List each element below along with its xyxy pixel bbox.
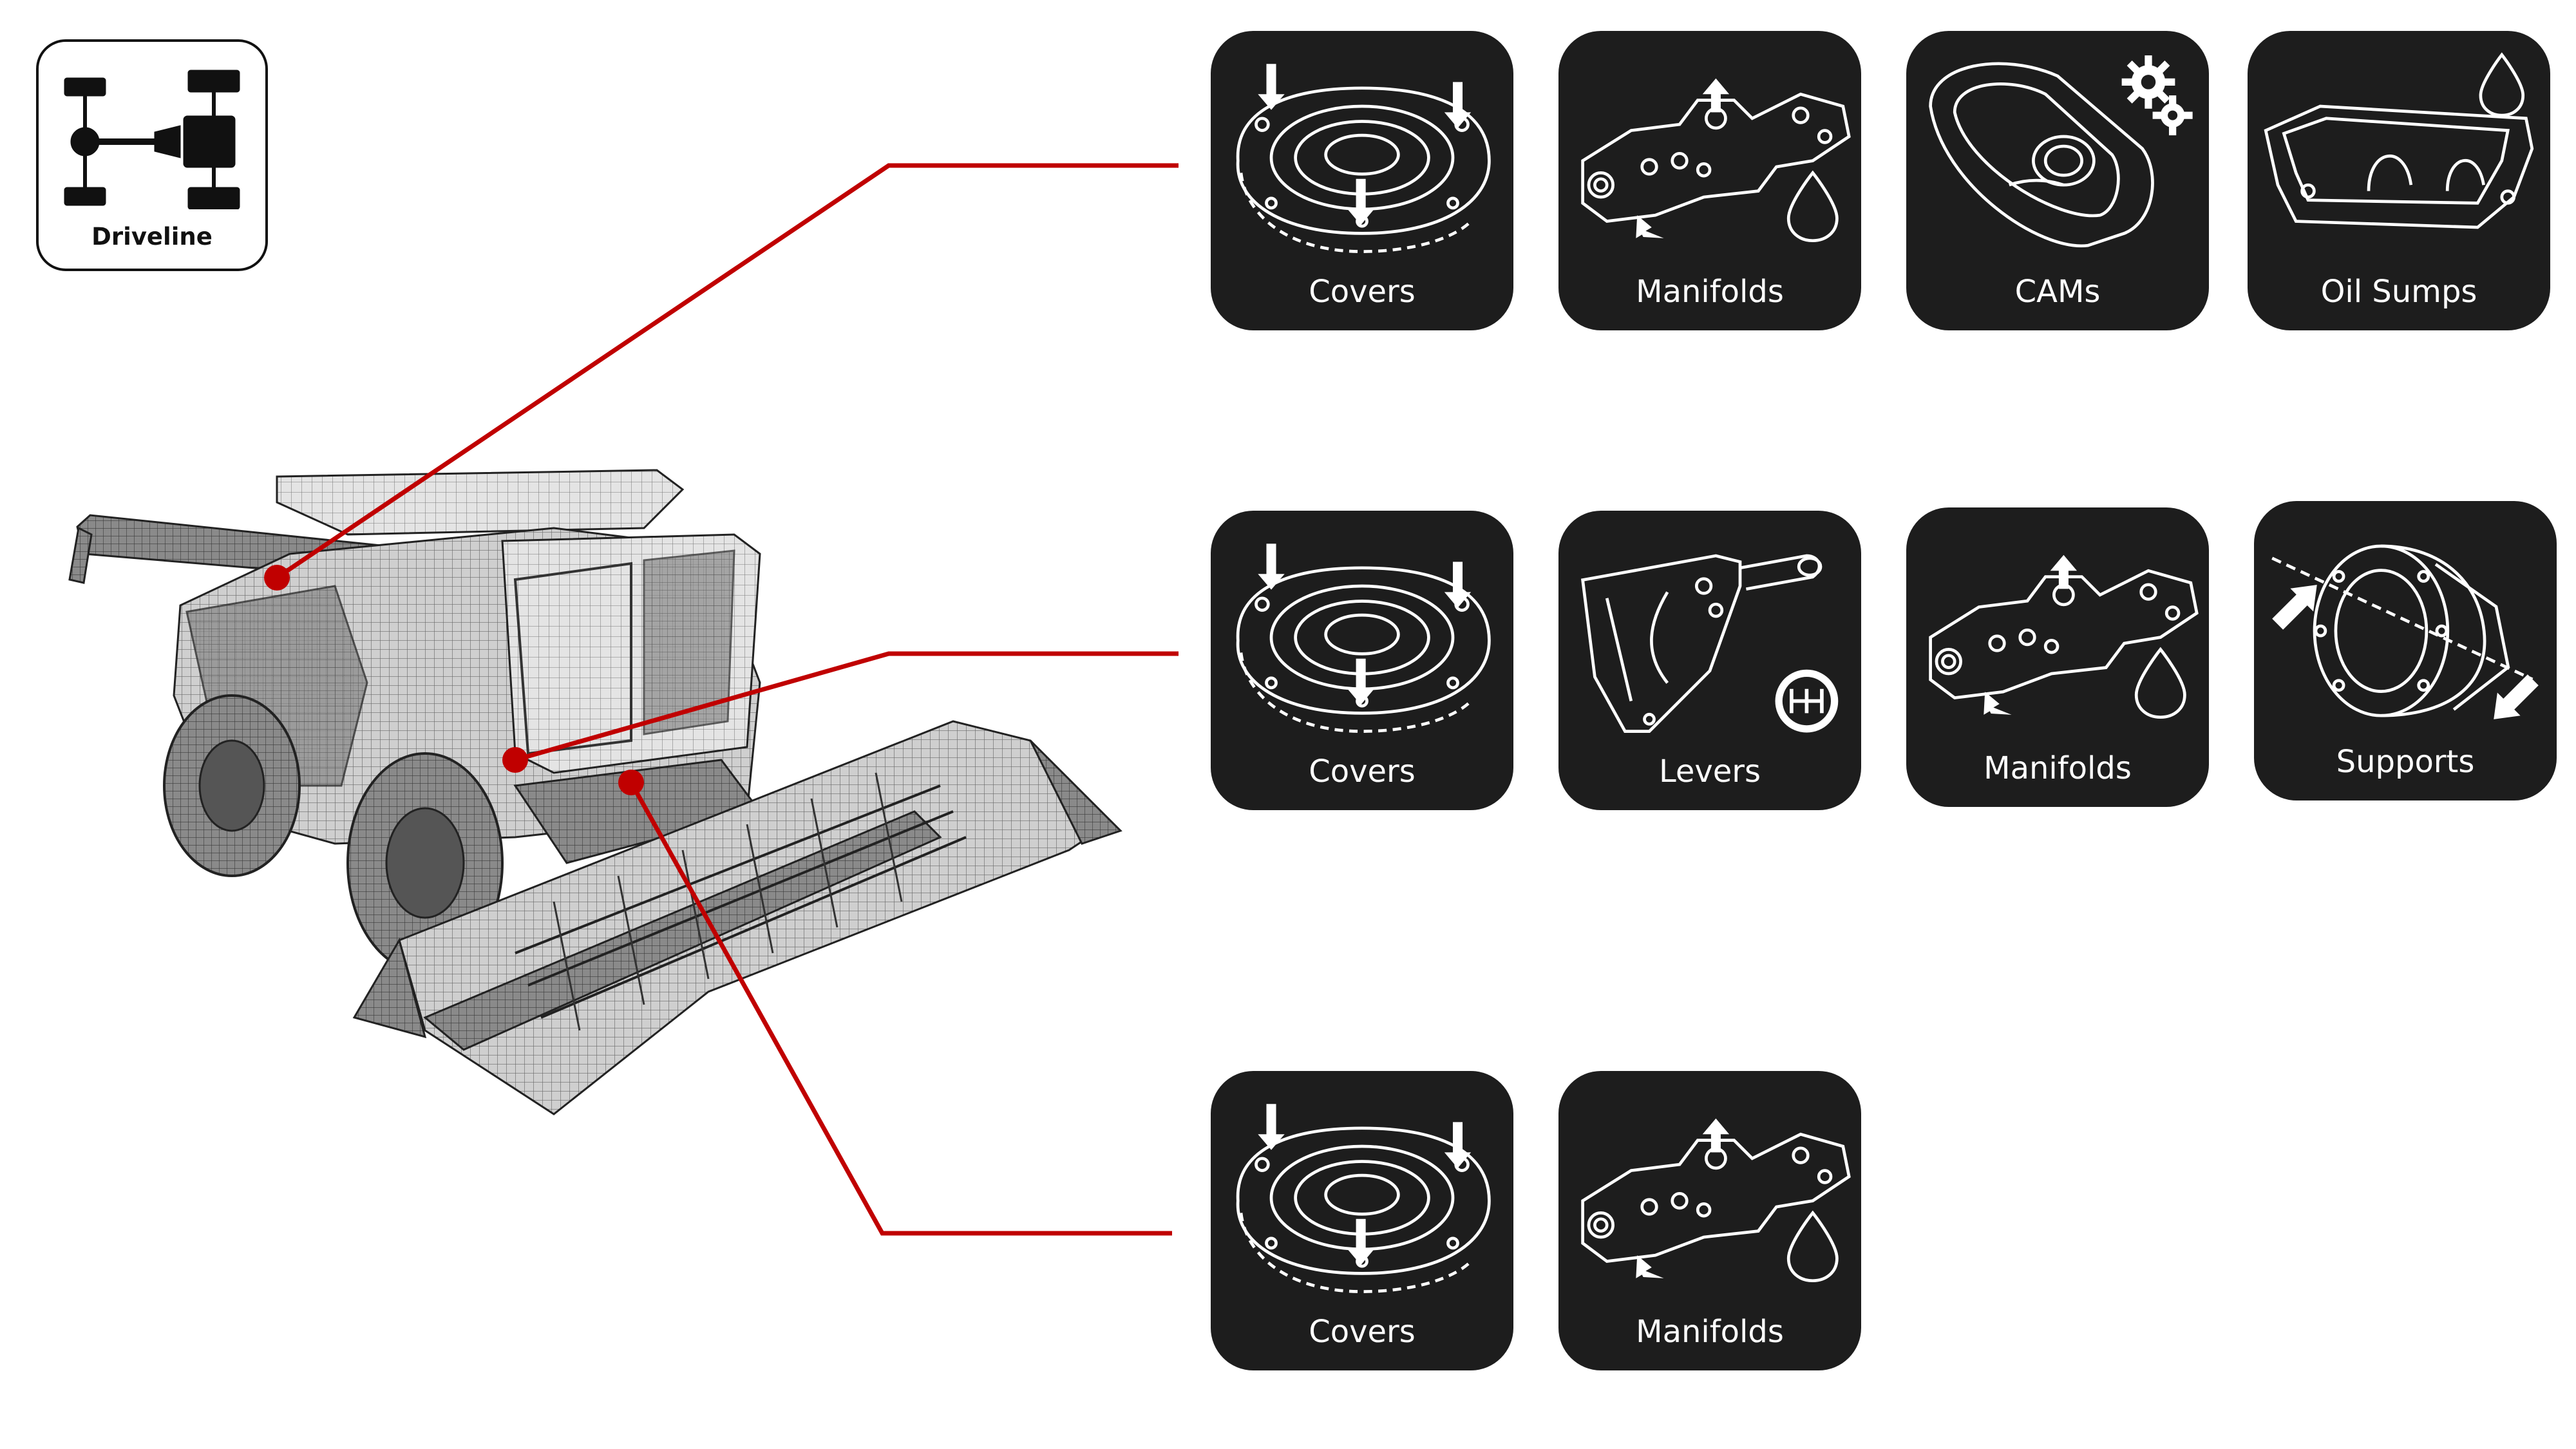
manifold-icon xyxy=(1581,78,1851,243)
callout-dot-bottom xyxy=(618,770,644,795)
cover-icon xyxy=(1236,544,1491,733)
legend-label: Driveline xyxy=(91,223,213,251)
tile-label: Oil Sumps xyxy=(2320,274,2477,310)
oil-sump-icon xyxy=(2264,52,2534,229)
tile-label: Manifolds xyxy=(1984,750,2132,786)
combine-harvester-illustration xyxy=(68,469,1122,1115)
tile-label: Covers xyxy=(1309,274,1416,310)
lever-icon xyxy=(1580,554,1839,733)
legend-card: Driveline xyxy=(36,39,268,271)
callout-dot-top xyxy=(264,565,290,591)
tile-cams[interactable]: CAMs xyxy=(1906,31,2209,330)
tile-supports[interactable]: Supports xyxy=(2254,501,2557,800)
tile-covers[interactable]: Covers xyxy=(1211,31,1513,330)
driveline-icon xyxy=(64,70,240,209)
callout-line-middle xyxy=(515,651,1179,762)
cover-icon xyxy=(1236,1104,1491,1293)
tile-covers[interactable]: Covers xyxy=(1211,511,1513,810)
tile-label: Supports xyxy=(2336,744,2475,780)
tile-levers[interactable]: Levers xyxy=(1558,511,1861,810)
cover-icon xyxy=(1236,64,1491,253)
tile-label: Covers xyxy=(1309,753,1416,790)
tile-label: CAMs xyxy=(2014,274,2101,310)
tile-manifolds[interactable]: Manifolds xyxy=(1558,1071,1861,1370)
callout-line-bottom xyxy=(629,781,1172,1236)
cam-icon xyxy=(1929,55,2193,248)
tile-label: Levers xyxy=(1658,753,1761,790)
tile-label: Manifolds xyxy=(1636,274,1784,310)
tile-manifolds[interactable]: Manifolds xyxy=(1906,507,2209,807)
manifold-icon xyxy=(1929,554,2199,719)
tile-label: Covers xyxy=(1309,1314,1416,1350)
tile-manifolds[interactable]: Manifolds xyxy=(1558,31,1861,330)
tile-label: Manifolds xyxy=(1636,1314,1784,1350)
support-icon xyxy=(2271,544,2539,719)
callout-line-top xyxy=(276,163,1179,580)
manifold-icon xyxy=(1581,1118,1851,1283)
callout-dot-middle xyxy=(502,747,528,773)
tile-oil-sumps[interactable]: Oil Sumps xyxy=(2248,31,2550,330)
tile-covers[interactable]: Covers xyxy=(1211,1071,1513,1370)
